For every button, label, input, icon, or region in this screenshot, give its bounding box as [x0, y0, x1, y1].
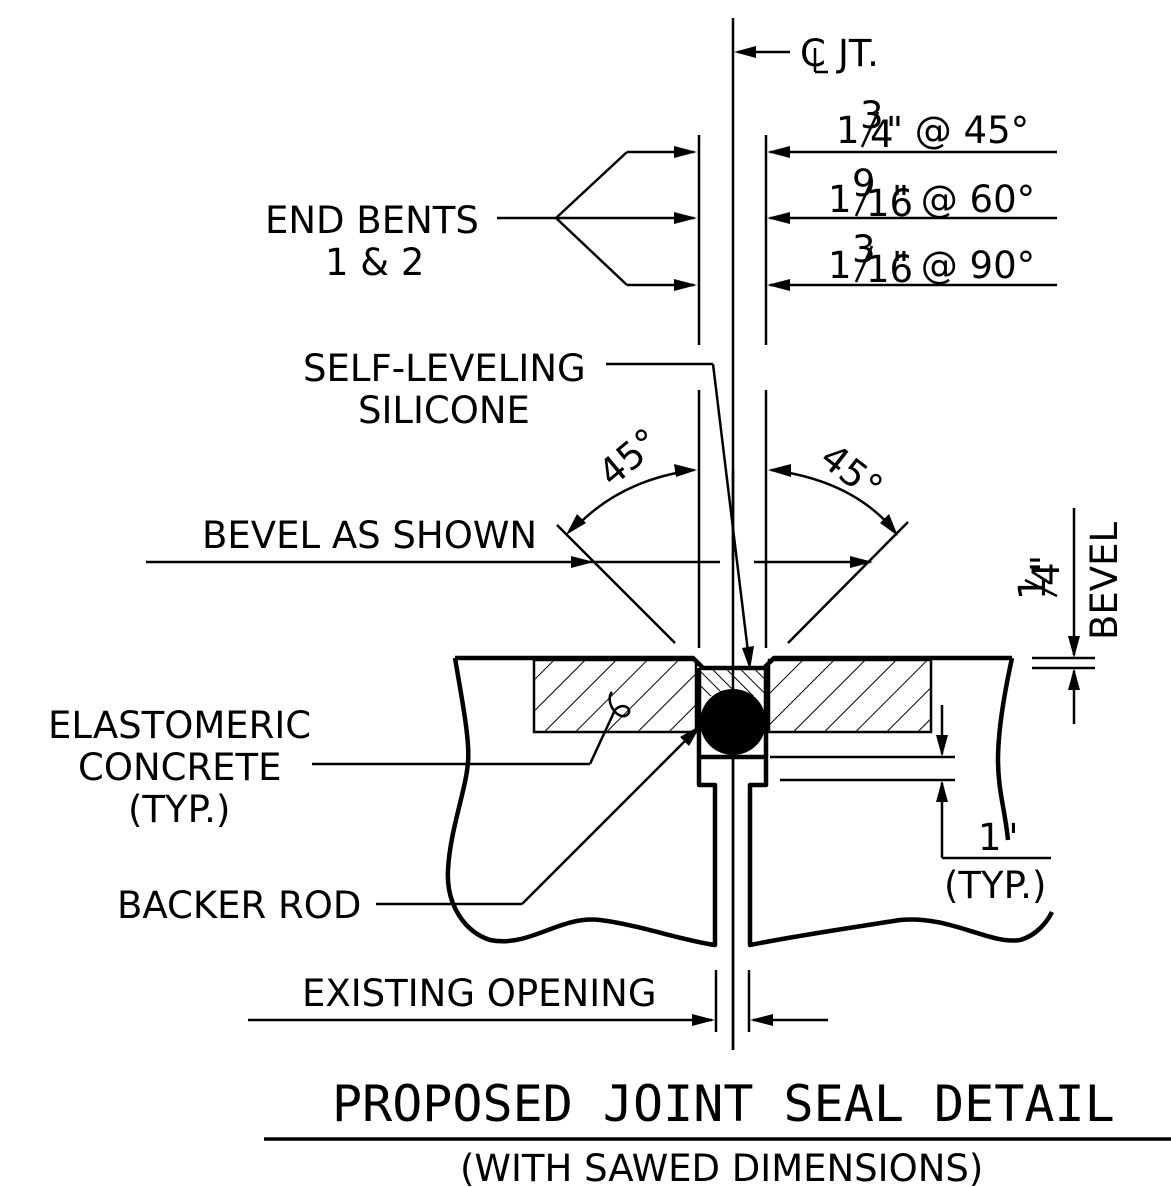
- end-bents-numbers: 1 & 2: [325, 241, 424, 284]
- dim-60-num: 9: [852, 162, 876, 205]
- detail-subtitle: (WITH SAWED DIMENSIONS): [460, 1147, 983, 1187]
- angle-right: 45°: [812, 435, 890, 509]
- dim-45-den: 4: [870, 113, 894, 156]
- centerline-label: JT.: [836, 32, 879, 75]
- dim-45-num: 3: [860, 94, 884, 137]
- dim-90-whole: 1: [828, 244, 852, 287]
- dim-60-rest: " @ 60°: [892, 178, 1035, 221]
- silicone-label-1: SELF-LEVELING: [303, 347, 586, 390]
- dim-90-den: 16: [866, 248, 913, 291]
- bevel-den: 4: [1025, 562, 1068, 586]
- backer-rod: [700, 689, 766, 755]
- one-inch-typ-label: (TYP.): [944, 864, 1046, 907]
- slab-left-outline: [455, 655, 1012, 671]
- dim-90-num: 3: [852, 228, 876, 271]
- elastomeric-label-2: CONCRETE: [78, 746, 282, 789]
- end-bents-label: END BENTS: [265, 199, 479, 242]
- existing-opening-label: EXISTING OPENING: [302, 972, 657, 1015]
- backer-rod-label: BACKER ROD: [117, 884, 361, 927]
- elastomeric-label-1: ELASTOMERIC: [48, 704, 311, 747]
- angle-left: 45°: [590, 420, 668, 495]
- elastomeric-concrete-left: [532, 658, 698, 734]
- dim-60-whole: 1: [828, 178, 852, 221]
- bevel-inch: ": [1023, 555, 1066, 572]
- dim-60-den: 16: [866, 182, 913, 225]
- elastomeric-label-3: (TYP.): [128, 788, 230, 831]
- bevel-word: BEVEL: [1083, 522, 1126, 640]
- dim-45-rest: " @ 45°: [886, 109, 1029, 152]
- centerline-symbol: C: [800, 32, 826, 75]
- one-inch-label: 1": [978, 816, 1019, 859]
- dim-45-whole: 1: [836, 109, 860, 152]
- bevel-as-shown-label: BEVEL AS SHOWN: [202, 514, 537, 557]
- elastomeric-concrete-right: [767, 658, 933, 734]
- bevel-num: 1: [1011, 576, 1054, 600]
- dim-90-rest: " @ 90°: [892, 244, 1035, 287]
- silicone-label-2: SILICONE: [358, 389, 530, 432]
- detail-title: PROPOSED JOINT SEAL DETAIL: [332, 1075, 1115, 1133]
